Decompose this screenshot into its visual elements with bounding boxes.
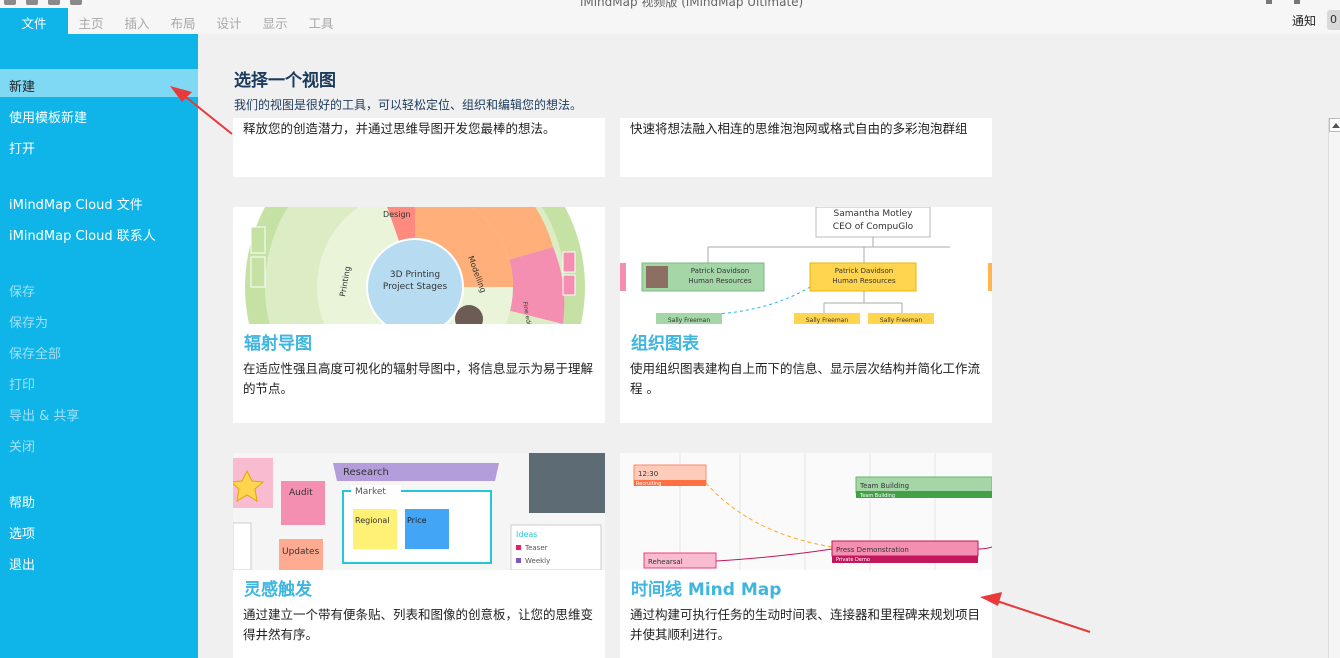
sidebar-item-exit[interactable]: 退出 (9, 558, 36, 573)
timeline-card[interactable]: 12:30 Recruiting Team Building Team Buil… (620, 453, 992, 658)
org-child-name-3: Sally Freeman (880, 317, 923, 324)
page-title: 选择一个视图 (234, 71, 336, 91)
undo-icon[interactable] (48, 0, 60, 5)
redo-icon[interactable] (70, 0, 82, 5)
brainstorm-banner: Research (343, 467, 389, 478)
tab-home[interactable]: 主页 (78, 16, 104, 31)
brainstorm-updates-note: Updates (282, 547, 320, 557)
timeline-press: Press Demonstration (836, 546, 909, 554)
brainstorm-market-label: Market (355, 487, 386, 497)
brainstorm-audit-note: Audit (289, 488, 313, 498)
tab-file[interactable]: 文件 (0, 8, 68, 34)
brainstorm-list-item-1: Teaser (524, 544, 548, 552)
sidebar-item-save-all[interactable]: 保存全部 (9, 347, 62, 362)
sidebar-item-new[interactable]: 新建 (0, 69, 198, 97)
card-description: 释放您的创造潜力，并通过思维导图开发您最棒的想法。 (243, 121, 556, 136)
radial-center-line2: Project Stages (383, 282, 448, 292)
card-title: 组织图表 (631, 334, 699, 354)
sidebar-item-cloud-files[interactable]: iMindMap Cloud 文件 (9, 198, 143, 213)
sidebar-item-save-as[interactable]: 保存为 (9, 316, 49, 331)
radial-map-preview: 3D Printing Project Stages Design Modell… (233, 207, 605, 324)
card-description: 使用组织图表建构自上而下的信息、显示层次结构并简化工作流程 。 (630, 361, 981, 396)
sidebar-item-save[interactable]: 保存 (9, 285, 36, 300)
timeline-rehearsal: Rehearsal (648, 558, 683, 566)
radial-label-design: Design (383, 210, 411, 219)
bubble-view-card[interactable]: 快速将想法融入相连的思维泡泡网或格式自由的多彩泡泡群组 (620, 118, 992, 177)
maximize-icon[interactable] (1294, 0, 1300, 4)
org-node-role-left: Human Resources (688, 277, 752, 285)
scroll-up-arrow-icon[interactable] (1329, 118, 1340, 132)
org-node-role-center: Human Resources (832, 277, 896, 285)
tab-design[interactable]: 设计 (216, 16, 242, 31)
card-title: 辐射导图 (244, 334, 312, 354)
minimize-icon[interactable] (1266, 0, 1272, 4)
card-description: 通过建立一个带有便条贴、列表和图像的创意板，让您的思维变得井然有序。 (243, 607, 594, 642)
notifications-label[interactable]: 通知 (1292, 14, 1317, 28)
file-sidebar: 新建 使用模板新建 打开 iMindMap Cloud 文件 iMindMap … (0, 34, 198, 658)
card-description: 快速将想法融入相连的思维泡泡网或格式自由的多彩泡泡群组 (630, 121, 968, 136)
sidebar-item-help[interactable]: 帮助 (9, 496, 36, 511)
app-icon[interactable] (4, 0, 16, 5)
sidebar-item-close[interactable]: 关闭 (9, 440, 36, 455)
brainstorm-price-note: Price (407, 516, 427, 525)
brainstorm-preview: Audit Updates Research Market Regional P… (233, 453, 605, 570)
org-chart-preview: Samantha Motley CEO of CompuGlo Patrick … (620, 207, 992, 324)
card-title: 灵感触发 (244, 580, 312, 600)
title-bar: iMindMap 视频版 (iMindMap Ultimate) (0, 0, 1340, 34)
tab-insert[interactable]: 插入 (124, 16, 150, 31)
tab-layout[interactable]: 布局 (170, 16, 196, 31)
window-title: iMindMap 视频版 (iMindMap Ultimate) (580, 0, 804, 9)
org-child-name-1: Sally Freeman (668, 317, 711, 324)
card-description: 通过构建可执行任务的生动时间表、连接器和里程碑来规划项目并使其顺利进行。 (630, 607, 981, 642)
sidebar-item-cloud-contacts[interactable]: iMindMap Cloud 联系人 (9, 229, 156, 244)
sidebar-item-new-from-template[interactable]: 使用模板新建 (9, 111, 88, 126)
timeline-preview: 12:30 Recruiting Team Building Team Buil… (620, 453, 992, 570)
ribbon-tabs: 文件 主页 插入 布局 设计 显示 工具 (0, 8, 344, 34)
quick-access-toolbar (0, 0, 82, 6)
timeline-time: 12:30 (638, 470, 658, 478)
timeline-team: Team Building (859, 482, 909, 490)
brainstorm-list-title: Ideas (516, 530, 537, 539)
page-subtitle: 我们的视图是很好的工具，可以轻松定位、组织和编辑您的想法。 (234, 98, 583, 112)
card-description: 在适应性强且高度可视化的辐射导图中，将信息显示为易于理解的节点。 (243, 361, 594, 396)
sidebar-item-print[interactable]: 打印 (9, 378, 36, 393)
mindmap-view-card[interactable]: 释放您的创造潜力，并通过思维导图开发您最棒的想法。 (233, 118, 605, 177)
tab-view[interactable]: 显示 (262, 16, 288, 31)
timeline-time-sub: Recruiting (636, 481, 661, 487)
radial-map-card[interactable]: 3D Printing Project Stages Design Modell… (233, 207, 605, 423)
card-title: 时间线 Mind Map (631, 580, 782, 600)
sidebar-item-export-share[interactable]: 导出 & 共享 (9, 409, 80, 424)
window-controls (1266, 0, 1300, 4)
org-ceo-title: CEO of CompuGlo (833, 222, 914, 232)
notifications-count[interactable]: 0 (1327, 10, 1340, 30)
brainstorm-card[interactable]: Audit Updates Research Market Regional P… (233, 453, 605, 658)
sidebar-item-options[interactable]: 选项 (9, 527, 36, 542)
brainstorm-list-item-2: Weekly (525, 557, 550, 565)
org-chart-card[interactable]: Samantha Motley CEO of CompuGlo Patrick … (620, 207, 992, 423)
tab-tools[interactable]: 工具 (308, 16, 334, 31)
view-gallery: 选择一个视图 我们的视图是很好的工具，可以轻松定位、组织和编辑您的想法。 释放您… (198, 34, 1328, 658)
org-ceo-name: Samantha Motley (834, 209, 914, 219)
sidebar-item-open[interactable]: 打开 (9, 142, 36, 157)
vertical-scrollbar[interactable] (1328, 118, 1340, 658)
save-icon[interactable] (26, 0, 38, 5)
org-node-name-left: Patrick Davidson (691, 267, 749, 275)
timeline-team-sub: Team Building (859, 493, 895, 499)
org-node-name-center: Patrick Davidson (835, 267, 893, 275)
radial-center-line1: 3D Printing (390, 270, 440, 280)
timeline-press-sub: Private Demo (836, 557, 870, 563)
org-child-name-2: Sally Freeman (806, 317, 849, 324)
brainstorm-regional-note: Regional (355, 516, 390, 525)
